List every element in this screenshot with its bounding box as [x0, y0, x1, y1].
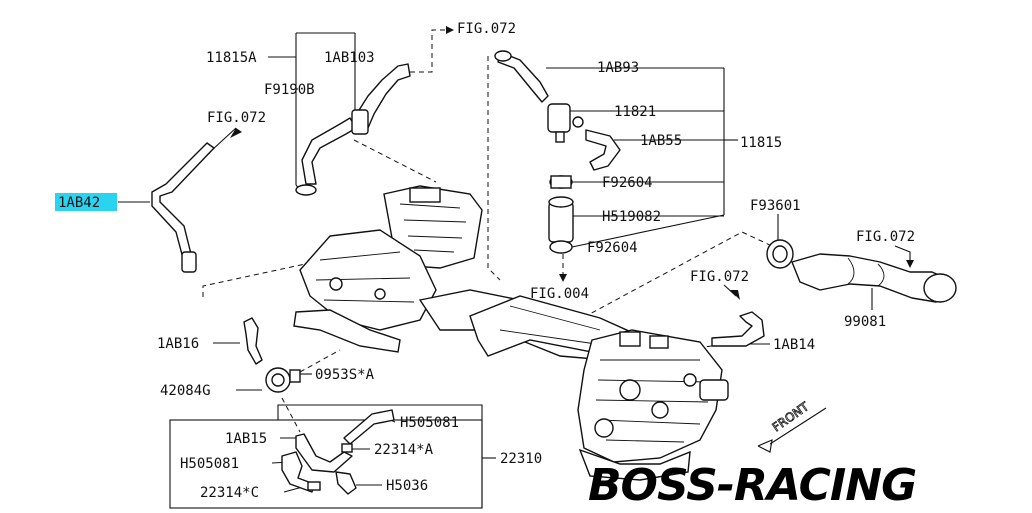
- clamp-F93601: [766, 239, 794, 269]
- hose-1AB55: [585, 129, 621, 171]
- clamp-F92604-bottom: [549, 240, 573, 254]
- label-fig072-right[interactable]: FIG.072: [856, 229, 915, 245]
- hose-assembly-22310: [281, 409, 395, 495]
- label-1AB16[interactable]: 1AB16: [157, 336, 199, 352]
- label-fig004[interactable]: FIG.004: [530, 286, 589, 302]
- hose-11815A: [295, 117, 357, 196]
- label-11821[interactable]: 11821: [614, 104, 656, 120]
- clamp-F92604-top: [549, 175, 573, 189]
- duct-99081: [791, 253, 957, 303]
- label-H505081-bottom[interactable]: H505081: [180, 456, 239, 472]
- label-1AB15[interactable]: 1AB15: [225, 431, 267, 447]
- hose-1AB103: [351, 63, 411, 135]
- label-22310[interactable]: 22310: [500, 451, 542, 467]
- label-1AB55[interactable]: 1AB55: [640, 133, 682, 149]
- hose-1AB16: [243, 317, 263, 365]
- label-1AB93[interactable]: 1AB93: [597, 60, 639, 76]
- label-fig072-mid[interactable]: FIG.072: [690, 269, 749, 285]
- label-11815[interactable]: 11815: [740, 135, 782, 151]
- label-F92604-bottom[interactable]: F92604: [587, 240, 638, 256]
- label-42084G[interactable]: 42084G: [160, 383, 211, 399]
- engine-assembly: [293, 185, 729, 481]
- label-H5036[interactable]: H5036: [386, 478, 428, 494]
- label-22314C[interactable]: 22314*C: [200, 485, 259, 501]
- part-labels: 11815A 1AB103 F9190B FIG.072 FIG.072 1AB…: [58, 21, 915, 501]
- hose-1AB93: [494, 50, 549, 103]
- label-fig072-left[interactable]: FIG.072: [207, 110, 266, 126]
- valve-11821: [547, 103, 584, 143]
- label-H505081-top[interactable]: H505081: [400, 415, 459, 431]
- label-F93601[interactable]: F93601: [750, 198, 801, 214]
- hose-1AB42: [151, 142, 215, 273]
- label-F9190B[interactable]: F9190B: [264, 82, 315, 98]
- hose-H519082: [548, 196, 574, 243]
- label-22314A[interactable]: 22314*A: [374, 442, 434, 458]
- label-1AB42[interactable]: 1AB42: [58, 195, 100, 211]
- label-0953SA[interactable]: 0953S*A: [315, 367, 375, 383]
- highlight-1AB42: [55, 193, 117, 211]
- valve-42084G: [265, 367, 301, 393]
- label-1AB14[interactable]: 1AB14: [773, 337, 815, 353]
- front-marker: FRONT: [757, 399, 827, 453]
- label-H519082[interactable]: H519082: [602, 209, 661, 225]
- label-F92604-top[interactable]: F92604: [602, 175, 653, 191]
- hose-1AB14: [711, 311, 765, 347]
- label-1AB103[interactable]: 1AB103: [324, 50, 375, 66]
- label-99081[interactable]: 99081: [844, 314, 886, 330]
- brand-logo: BOSS-RACING: [588, 460, 916, 511]
- front-label: FRONT: [770, 399, 812, 434]
- label-fig072-top[interactable]: FIG.072: [457, 21, 516, 37]
- label-11815A[interactable]: 11815A: [206, 50, 257, 66]
